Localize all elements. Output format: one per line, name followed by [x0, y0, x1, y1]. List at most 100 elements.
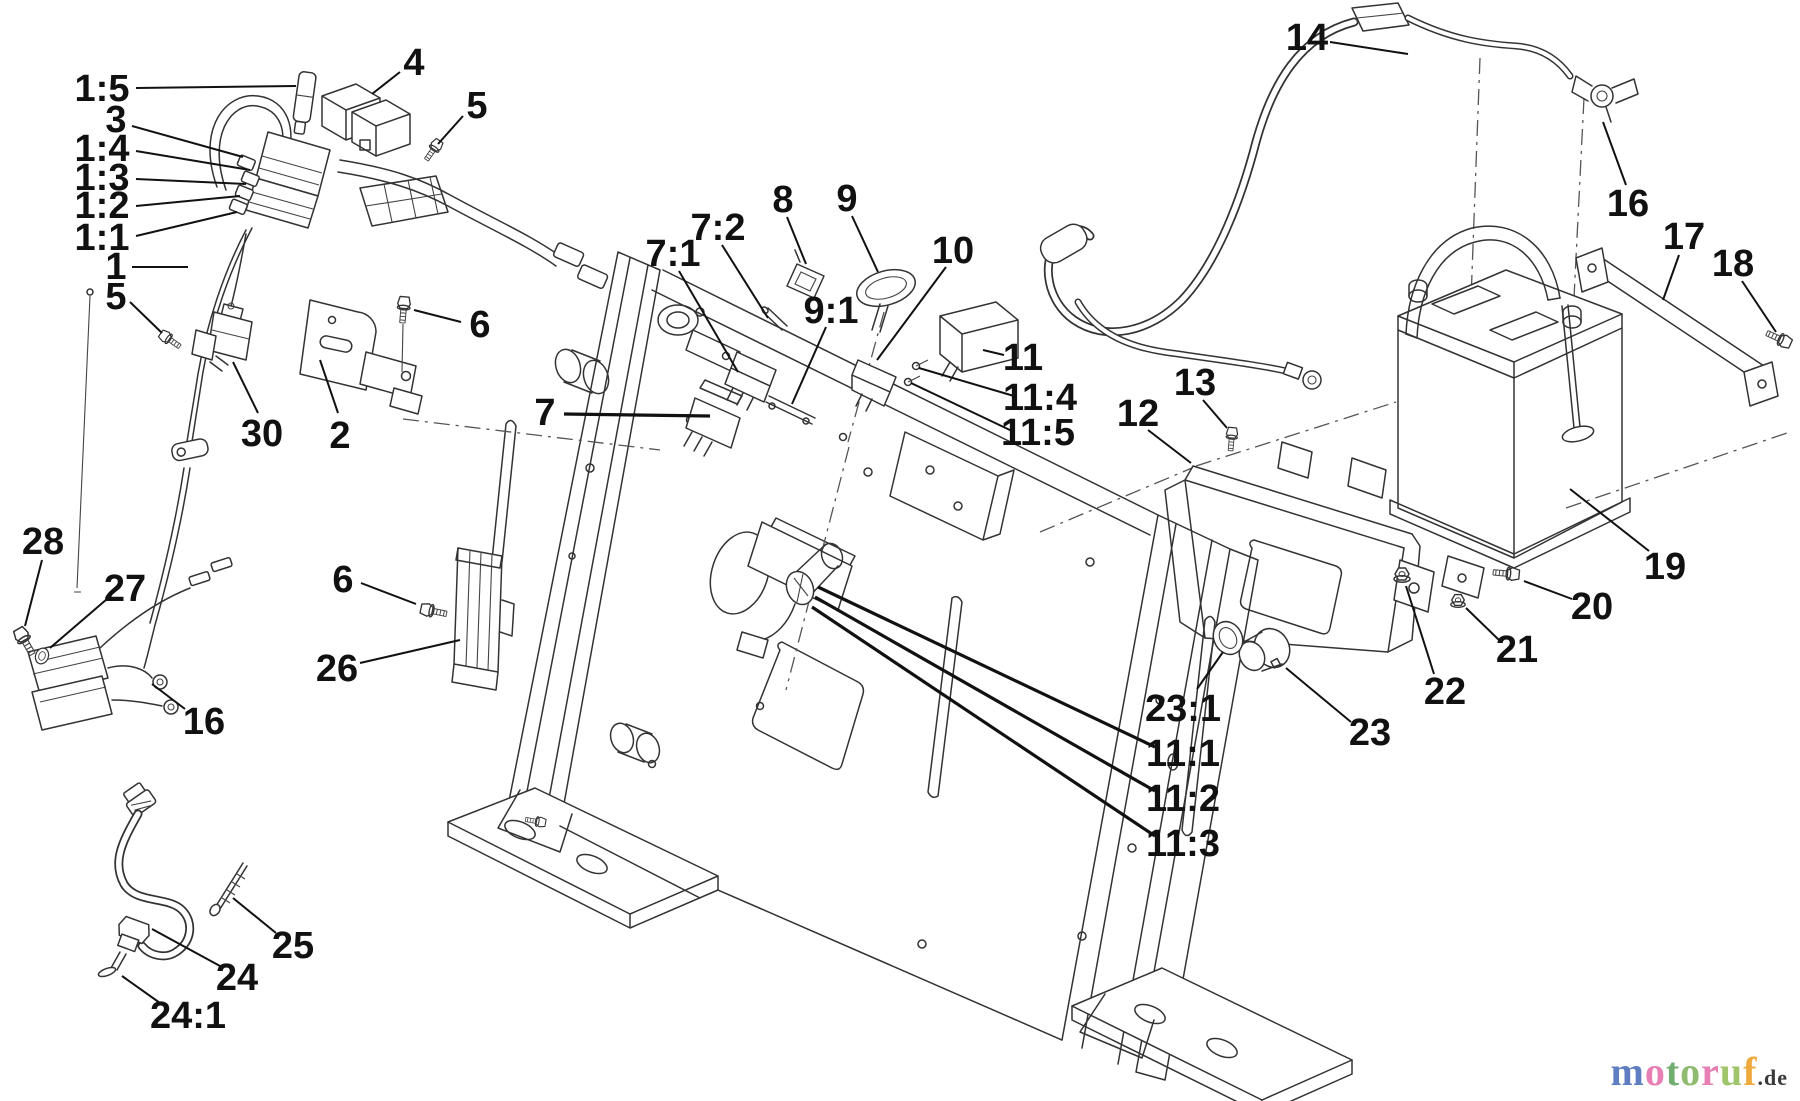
callout-label-12: 12 — [1117, 393, 1159, 435]
leader-line — [817, 585, 1156, 749]
callout-label-11-4: 11:4 — [1003, 377, 1077, 419]
logo-letter: o — [1644, 1049, 1666, 1094]
leader-line — [360, 582, 417, 605]
bracket-26-illustration — [418, 547, 515, 691]
screw-25 — [209, 862, 248, 917]
leader-line — [910, 382, 1013, 432]
leader-line — [437, 115, 464, 145]
callout-label-16: 16 — [1607, 183, 1649, 225]
leader-line — [1465, 607, 1500, 641]
callout-label-3: 3 — [105, 99, 126, 141]
leader-line — [135, 211, 238, 237]
battery-group-illustration — [1039, 2, 1794, 672]
leader-line — [918, 367, 1015, 397]
leader-line — [24, 559, 43, 627]
leader-line — [129, 301, 163, 334]
leader-line — [135, 85, 297, 89]
cable-clamp — [171, 438, 209, 462]
callout-label-1-5: 1:5 — [75, 68, 130, 110]
callout-label-30: 30 — [241, 413, 283, 455]
fuse — [292, 71, 317, 135]
callout-label-11: 11 — [1003, 337, 1043, 379]
leader-line — [1569, 488, 1650, 552]
callout-label-25: 25 — [272, 925, 314, 967]
leader-line — [1523, 580, 1573, 600]
leader-line — [811, 605, 1156, 838]
leader-line — [135, 195, 241, 207]
leader-line — [1662, 254, 1680, 301]
ring-23-1 — [1212, 620, 1244, 656]
barrel-23 — [1238, 627, 1291, 672]
watermark-logo-text: motoruf — [1611, 1049, 1758, 1094]
callout-label-11-1: 11:1 — [1146, 733, 1220, 775]
callout-label-6: 6 — [332, 559, 353, 601]
callout-label-24-1: 24:1 — [150, 995, 226, 1037]
leader-line — [135, 150, 251, 171]
leader-line — [1602, 121, 1627, 186]
hose-assembly-illustration — [97, 782, 248, 978]
leader-line — [49, 598, 108, 649]
bushing — [609, 722, 661, 764]
callout-label-14: 14 — [1286, 17, 1328, 59]
callout-label-11-2: 11:2 — [1146, 778, 1220, 820]
leader-line — [791, 326, 827, 405]
callout-label-10: 10 — [932, 230, 974, 272]
leader-line — [1405, 585, 1435, 675]
callout-label-13: 13 — [1174, 362, 1216, 404]
watermark-logo: motoruf.de — [1611, 1048, 1789, 1095]
callout-label-7: 7 — [534, 392, 555, 434]
leader-line — [721, 244, 769, 319]
callout-label-24: 24 — [216, 957, 258, 999]
battery — [1389, 225, 1631, 569]
callout-label-11-3: 11:3 — [1146, 823, 1220, 865]
callout-label-5: 5 — [105, 276, 126, 318]
callout-label-9: 9 — [836, 178, 857, 220]
console-frame-illustration — [447, 251, 1353, 1101]
callout-label-2: 2 — [329, 415, 350, 457]
callout-label-11-5: 11:5 — [1001, 412, 1075, 454]
logo-letter: u — [1719, 1049, 1744, 1094]
leader-line — [1196, 651, 1224, 690]
logo-letter: r — [1701, 1049, 1720, 1094]
bushing — [554, 348, 610, 395]
callout-label-8: 8 — [772, 179, 793, 221]
callout-label-7-1: 7:1 — [646, 233, 701, 275]
fuse-block — [359, 175, 449, 227]
switch-parts-illustration — [683, 249, 1019, 457]
logo-letter: t — [1665, 1049, 1681, 1094]
wiring-harness-illustration — [27, 71, 661, 731]
callout-label-23-1: 23:1 — [1145, 688, 1221, 730]
callout-label-28: 28 — [22, 521, 64, 563]
callout-label-19: 19 — [1644, 546, 1686, 588]
callout-label-23: 23 — [1349, 712, 1391, 754]
watermark-logo-suffix: .de — [1757, 1065, 1788, 1090]
callout-label-22: 22 — [1424, 671, 1466, 713]
callout-label-20: 20 — [1571, 586, 1613, 628]
hold-down-bracket — [1575, 247, 1779, 407]
leader-line — [678, 270, 739, 373]
callout-label-9-1: 9:1 — [804, 290, 859, 332]
leader-line — [563, 412, 711, 418]
callout-label-6: 6 — [469, 304, 490, 346]
relay-pair — [321, 83, 411, 157]
leader-line — [151, 928, 221, 967]
leader-line — [982, 349, 1005, 356]
callout-label-1-1: 1:1 — [75, 217, 130, 259]
callout-label-4: 4 — [403, 42, 424, 84]
callout-label-7-2: 7:2 — [691, 207, 746, 249]
callout-label-1: 1 — [105, 246, 126, 288]
leader-line — [1147, 429, 1192, 464]
callout-label-26: 26 — [316, 648, 358, 690]
logo-letter: o — [1680, 1049, 1702, 1094]
leader-line — [232, 361, 259, 414]
callout-label-16: 16 — [183, 701, 225, 743]
switch-30 — [191, 233, 253, 372]
callout-label-1-4: 1:4 — [75, 128, 130, 170]
logo-letter: m — [1610, 1049, 1645, 1094]
leader-line — [151, 683, 186, 710]
callout-label-17: 17 — [1663, 216, 1705, 258]
leader-line — [851, 215, 879, 273]
leader-line — [1329, 41, 1409, 55]
